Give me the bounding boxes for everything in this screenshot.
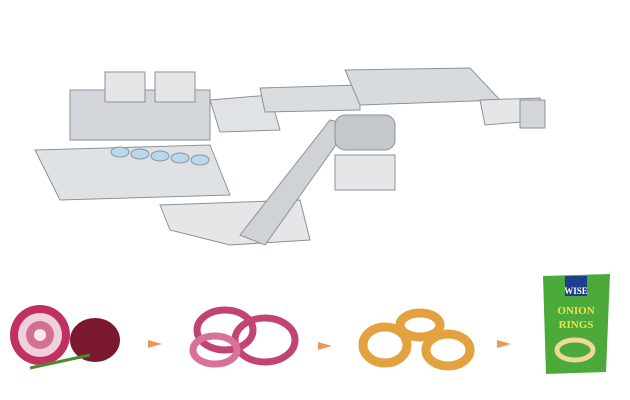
arrow-right-icon [148,340,162,348]
production-line-machinery [34,67,546,246]
process-arrows [148,340,511,350]
fried-onion-rings [358,308,475,371]
sliced-onion-rings [189,306,299,368]
continuous-fryer [344,67,502,106]
seasoning-drum [334,114,396,151]
onion-rings-package [543,274,610,374]
package-line1: ONION [557,305,594,317]
arrow-right-icon [318,342,332,350]
whole-onion [10,305,120,370]
package-brand: WISE [564,286,588,296]
package-line2: RINGS [559,319,594,331]
arrow-right-icon [497,340,511,348]
